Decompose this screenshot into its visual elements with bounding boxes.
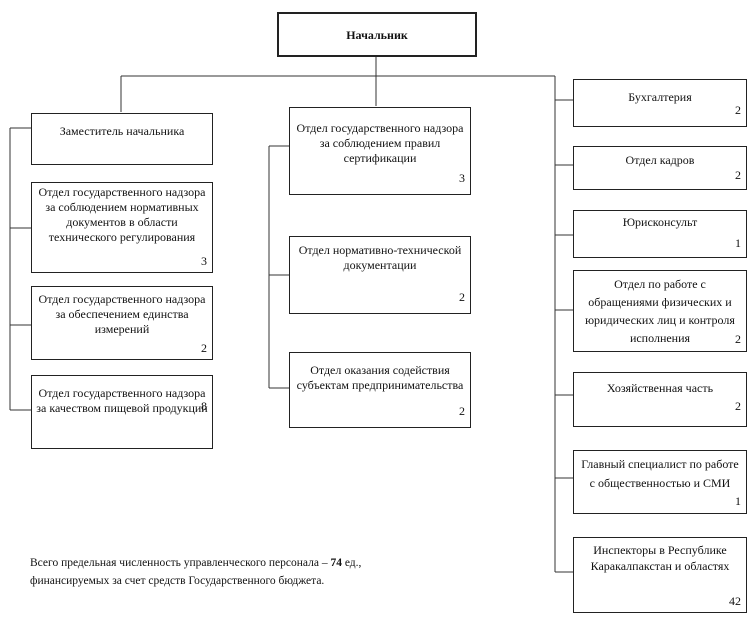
middle-unit-count: 2	[459, 290, 465, 304]
right-unit-box: Отдел кадров 2	[573, 146, 747, 190]
middle-unit-box: Отдел государственного надзора за соблюд…	[289, 107, 471, 195]
left-unit-title: Отдел государственного надзора за качест…	[36, 386, 208, 415]
deputy-title: Заместитель начальника	[59, 124, 185, 138]
right-unit-title: Отдел по работе с обращениями физических…	[585, 277, 735, 345]
deputy-box: Заместитель начальника	[31, 113, 213, 165]
right-unit-box: Хозяйственная часть 2	[573, 372, 747, 427]
middle-unit-title: Отдел государственного надзора за соблюд…	[296, 121, 464, 165]
left-unit-box: Отдел государственного надзора за обеспе…	[31, 286, 213, 360]
right-unit-title: Инспекторы в Республике Каракалпакстан и…	[590, 543, 730, 573]
middle-unit-count: 2	[459, 404, 465, 418]
footnote-text: Всего предельная численность управленчес…	[30, 557, 331, 569]
staff-footnote: Всего предельная численность управленчес…	[30, 554, 361, 590]
right-unit-box: Отдел по работе с обращениями физических…	[573, 270, 747, 352]
left-unit-title: Отдел государственного надзора за соблюд…	[38, 185, 206, 244]
footnote-line-2: финансируемых за счет средств Государств…	[30, 575, 325, 587]
right-unit-box: Главный специалист по работе с обществен…	[573, 450, 747, 514]
right-unit-title: Хозяйственная часть	[606, 381, 714, 395]
right-unit-box: Инспекторы в Республике Каракалпакстан и…	[573, 537, 747, 613]
right-unit-count: 42	[729, 594, 741, 608]
left-unit-box: Отдел государственного надзора за качест…	[31, 375, 213, 449]
footnote-unit: ед.,	[341, 557, 362, 569]
left-unit-count: 2	[201, 341, 207, 355]
right-unit-count: 2	[735, 332, 741, 346]
middle-unit-count: 3	[459, 171, 465, 185]
right-unit-title: Юрисконсульт	[622, 215, 698, 229]
right-unit-count: 1	[735, 494, 741, 508]
right-unit-title: Главный специалист по работе с обществен…	[581, 457, 739, 490]
head-box: Начальник	[277, 12, 477, 57]
footnote-total: 74	[330, 557, 342, 569]
right-unit-count: 2	[735, 168, 741, 182]
left-unit-title: Отдел государственного надзора за обеспе…	[38, 292, 206, 336]
middle-unit-box: Отдел нормативно-технической документаци…	[289, 236, 471, 314]
left-unit-count: 8	[201, 399, 207, 413]
middle-unit-title: Отдел оказания содействия субъектам пред…	[296, 363, 464, 392]
right-unit-box: Юрисконсульт 1	[573, 210, 747, 258]
head-title: Начальник	[346, 28, 408, 42]
left-unit-count: 3	[201, 254, 207, 268]
left-unit-box: Отдел государственного надзора за соблюд…	[31, 182, 213, 273]
right-unit-box: Бухгалтерия 2	[573, 79, 747, 127]
right-unit-title: Отдел кадров	[625, 153, 695, 167]
middle-unit-title: Отдел нормативно-технической документаци…	[298, 243, 462, 272]
footnote-line-1: Всего предельная численность управленчес…	[30, 554, 361, 572]
right-unit-count: 2	[735, 103, 741, 117]
right-unit-title: Бухгалтерия	[628, 90, 692, 104]
middle-unit-box: Отдел оказания содействия субъектам пред…	[289, 352, 471, 428]
right-unit-count: 1	[735, 236, 741, 250]
right-unit-count: 2	[735, 399, 741, 413]
